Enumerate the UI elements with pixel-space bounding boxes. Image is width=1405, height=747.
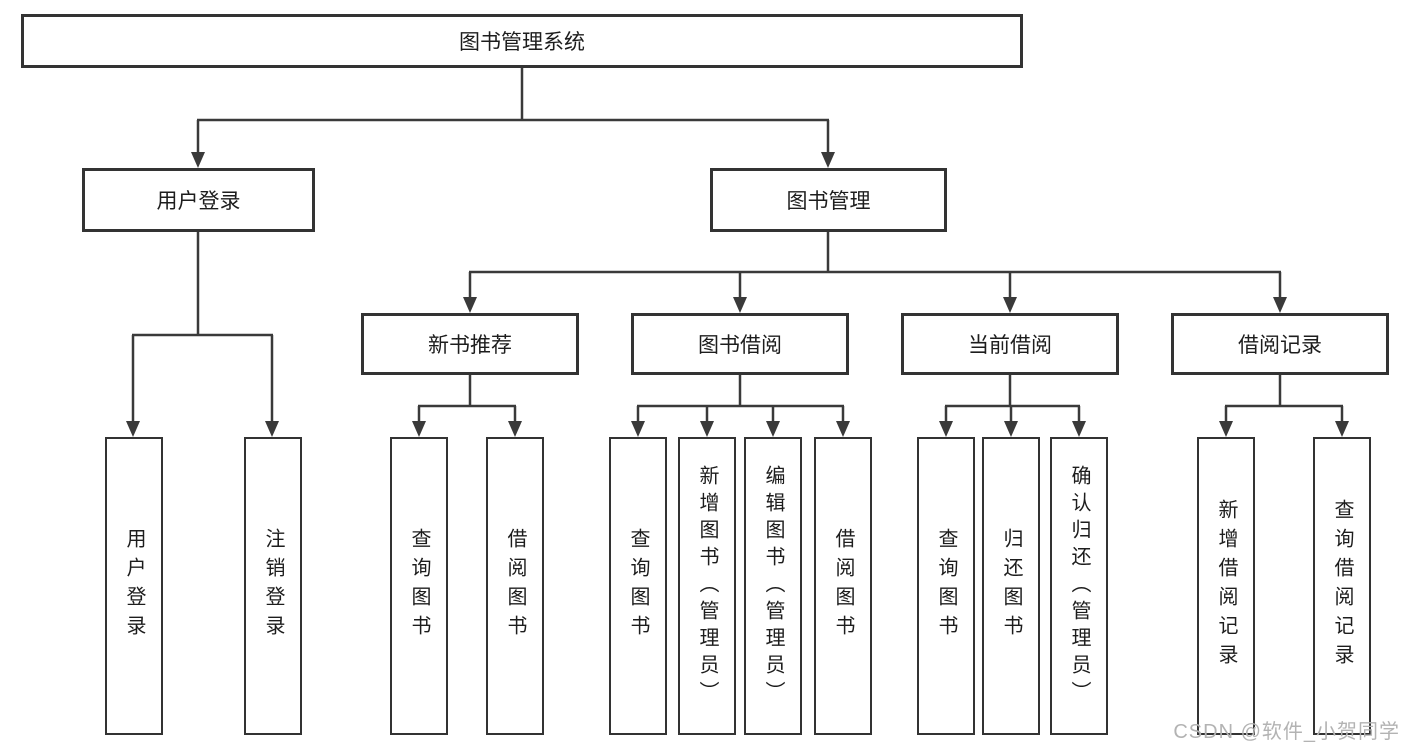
arrowhead-icon: [733, 297, 747, 313]
node-leaf-borrow-books-recommend: 借阅图书: [486, 437, 544, 735]
node-leaf-add-books-admin: 新增图书（管理员）: [678, 437, 736, 735]
arrowhead-icon: [265, 421, 279, 437]
node-current-borrowing: 当前借阅: [901, 313, 1119, 375]
arrowhead-icon: [766, 421, 780, 437]
node-leaf-query-books-borrowing: 查询图书: [609, 437, 667, 735]
node-book-management: 图书管理: [710, 168, 947, 232]
node-leaf-logout: 注销登录: [244, 437, 302, 735]
arrowhead-icon: [1004, 421, 1018, 437]
arrowhead-icon: [1335, 421, 1349, 437]
node-leaf-query-books-recommend: 查询图书: [390, 437, 448, 735]
arrowhead-icon: [126, 421, 140, 437]
arrowhead-icon: [191, 152, 205, 168]
node-leaf-add-borrow-record: 新增借阅记录: [1197, 437, 1255, 735]
arrowhead-icon: [412, 421, 426, 437]
node-book-borrowing: 图书借阅: [631, 313, 849, 375]
node-user-login: 用户登录: [82, 168, 315, 232]
arrowhead-icon: [836, 421, 850, 437]
node-leaf-borrow-books-borrowing: 借阅图书: [814, 437, 872, 735]
arrowhead-icon: [939, 421, 953, 437]
csdn-watermark: CSDN @软件_小贺同学: [1173, 721, 1400, 743]
arrowhead-icon: [821, 152, 835, 168]
arrowhead-icon: [700, 421, 714, 437]
arrowhead-icon: [1003, 297, 1017, 313]
arrowhead-icon: [463, 297, 477, 313]
node-leaf-confirm-return-admin: 确认归还（管理员）: [1050, 437, 1108, 735]
node-leaf-query-borrow-record: 查询借阅记录: [1313, 437, 1371, 735]
node-leaf-edit-books-admin: 编辑图书（管理员）: [744, 437, 802, 735]
node-library-management-system: 图书管理系统: [21, 14, 1023, 68]
node-leaf-query-books-current: 查询图书: [917, 437, 975, 735]
node-borrowing-records: 借阅记录: [1171, 313, 1389, 375]
node-leaf-return-books: 归还图书: [982, 437, 1040, 735]
arrowhead-icon: [1273, 297, 1287, 313]
arrowhead-icon: [1072, 421, 1086, 437]
arrowhead-icon: [631, 421, 645, 437]
arrowhead-icon: [1219, 421, 1233, 437]
node-new-book-recommend: 新书推荐: [361, 313, 579, 375]
node-leaf-user-login: 用户登录: [105, 437, 163, 735]
arrowhead-icon: [508, 421, 522, 437]
